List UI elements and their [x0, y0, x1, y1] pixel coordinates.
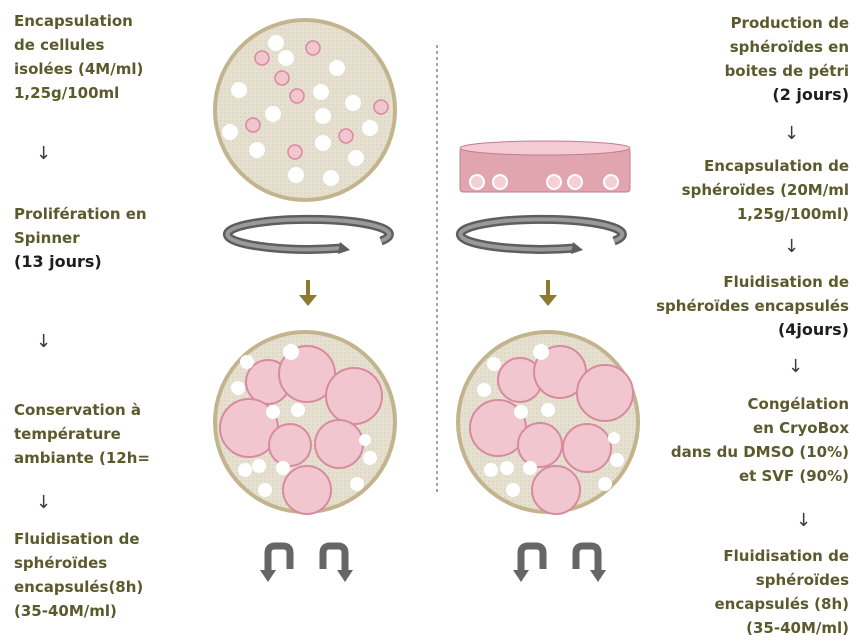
spinner-rotation-icon: [227, 219, 389, 254]
spheroid-capsule-right: [458, 332, 638, 514]
right-step-fluidisation-2: Fluidisation de sphéroïdes encapsulés (8…: [714, 544, 849, 640]
spheroid-capsule-left: [215, 332, 395, 514]
arrow-left-down: [299, 280, 317, 306]
right-step-encapsulation: Encapsulation de sphéroïdes (20M/ml 1,25…: [682, 154, 849, 226]
fluidisation-arrows-left: [260, 546, 353, 582]
right-arrow-4: ↓: [796, 512, 811, 530]
left-arrow-3: ↓: [36, 494, 51, 512]
left-step-conservation: Conservation à température ambiante (12h…: [14, 398, 150, 470]
petri-dish: [460, 141, 630, 192]
left-step-proliferation: Prolifération en Spinner (13 jours): [14, 202, 147, 274]
right-step-congelation: Congélation en CryoBox dans du DMSO (10%…: [671, 392, 849, 488]
spinner-rotation-icon-right: [460, 219, 622, 254]
right-arrow-1: ↓: [784, 125, 799, 143]
left-arrow-2: ↓: [36, 333, 51, 351]
left-step-fluidisation: Fluidisation de sphéroïdes encapsulés(8h…: [14, 527, 143, 623]
right-arrow-3: ↓: [788, 358, 803, 376]
right-arrow-2: ↓: [784, 238, 799, 256]
fluidisation-arrows-right: [513, 546, 606, 582]
single-cell-capsule: [215, 20, 395, 200]
arrow-right-down: [539, 280, 557, 306]
right-step-fluidisation-1: Fluidisation de sphéroïdes encapsulés (4…: [656, 270, 849, 342]
left-arrow-1: ↓: [36, 145, 51, 163]
right-step-production: Production de sphéroïdes en boites de pé…: [725, 11, 849, 107]
left-step-encapsulation: Encapsulation de cellules isolées (4M/ml…: [14, 9, 143, 105]
